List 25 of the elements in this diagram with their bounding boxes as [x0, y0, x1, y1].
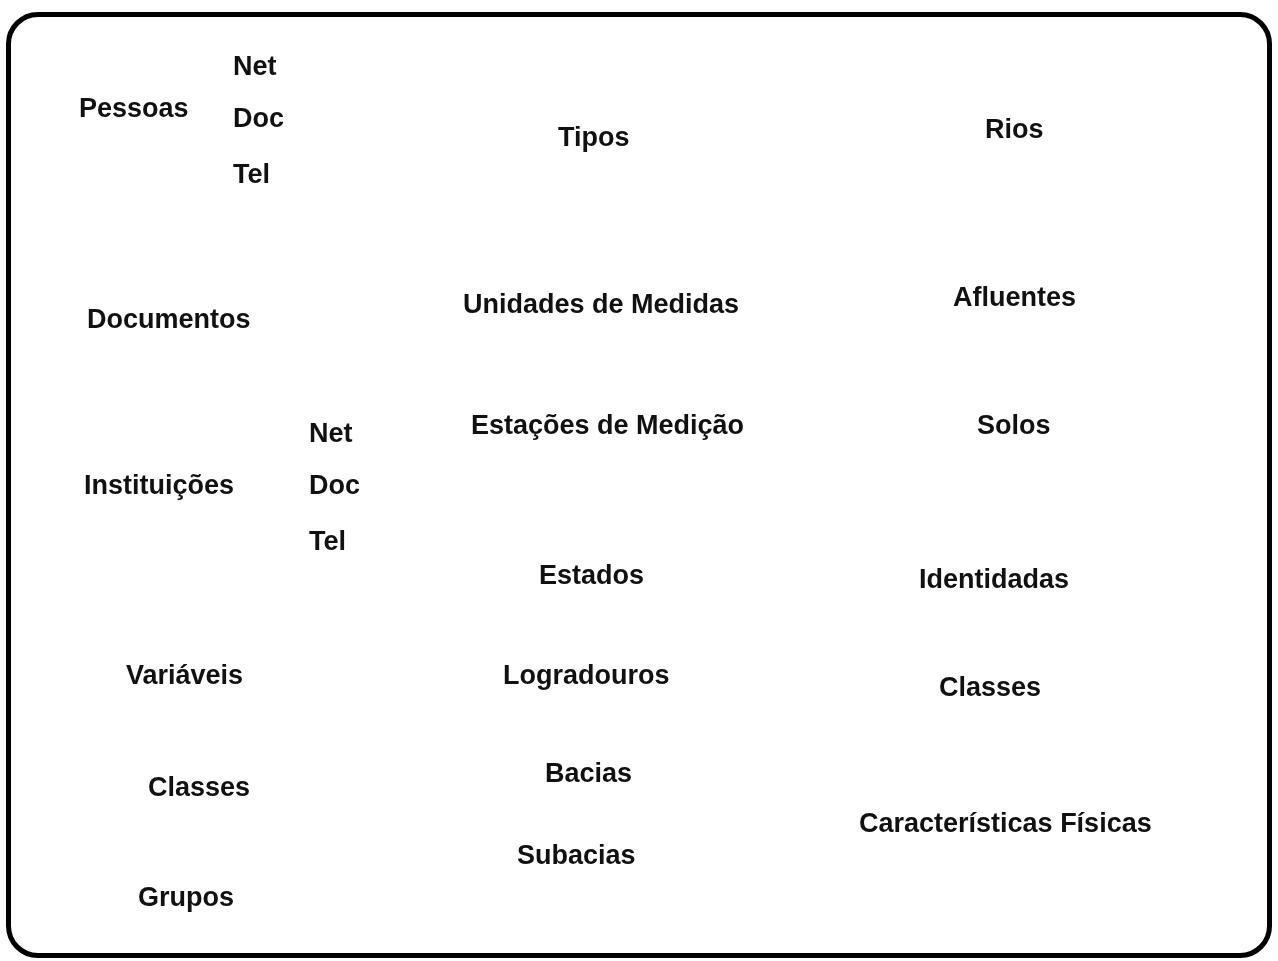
label: Tel	[233, 158, 270, 190]
label: Doc	[309, 469, 360, 501]
label: Subacias	[517, 839, 636, 871]
label: Pessoas	[79, 92, 189, 124]
label: Tel	[309, 525, 346, 557]
label: Net	[233, 50, 277, 82]
label: Tipos	[558, 121, 630, 153]
label: Logradouros	[503, 659, 670, 691]
label: Identidadas	[919, 563, 1070, 595]
label: Instituições	[84, 469, 235, 501]
label: Solos	[977, 409, 1051, 441]
label: Bacias	[545, 757, 633, 789]
label: Classes	[939, 671, 1042, 703]
label: Doc	[233, 102, 284, 134]
label: Unidades de Medidas	[463, 288, 740, 320]
label: Afluentes	[953, 281, 1077, 313]
label: Estados	[539, 559, 645, 591]
label: Grupos	[138, 881, 234, 913]
label: Rios	[985, 113, 1044, 145]
label: Variáveis	[126, 659, 244, 691]
label: Características Físicas	[859, 807, 1152, 839]
label: Net	[309, 417, 353, 449]
label: Estações de Medição	[471, 409, 745, 441]
label: Documentos	[87, 303, 251, 335]
label: Classes	[148, 771, 251, 803]
